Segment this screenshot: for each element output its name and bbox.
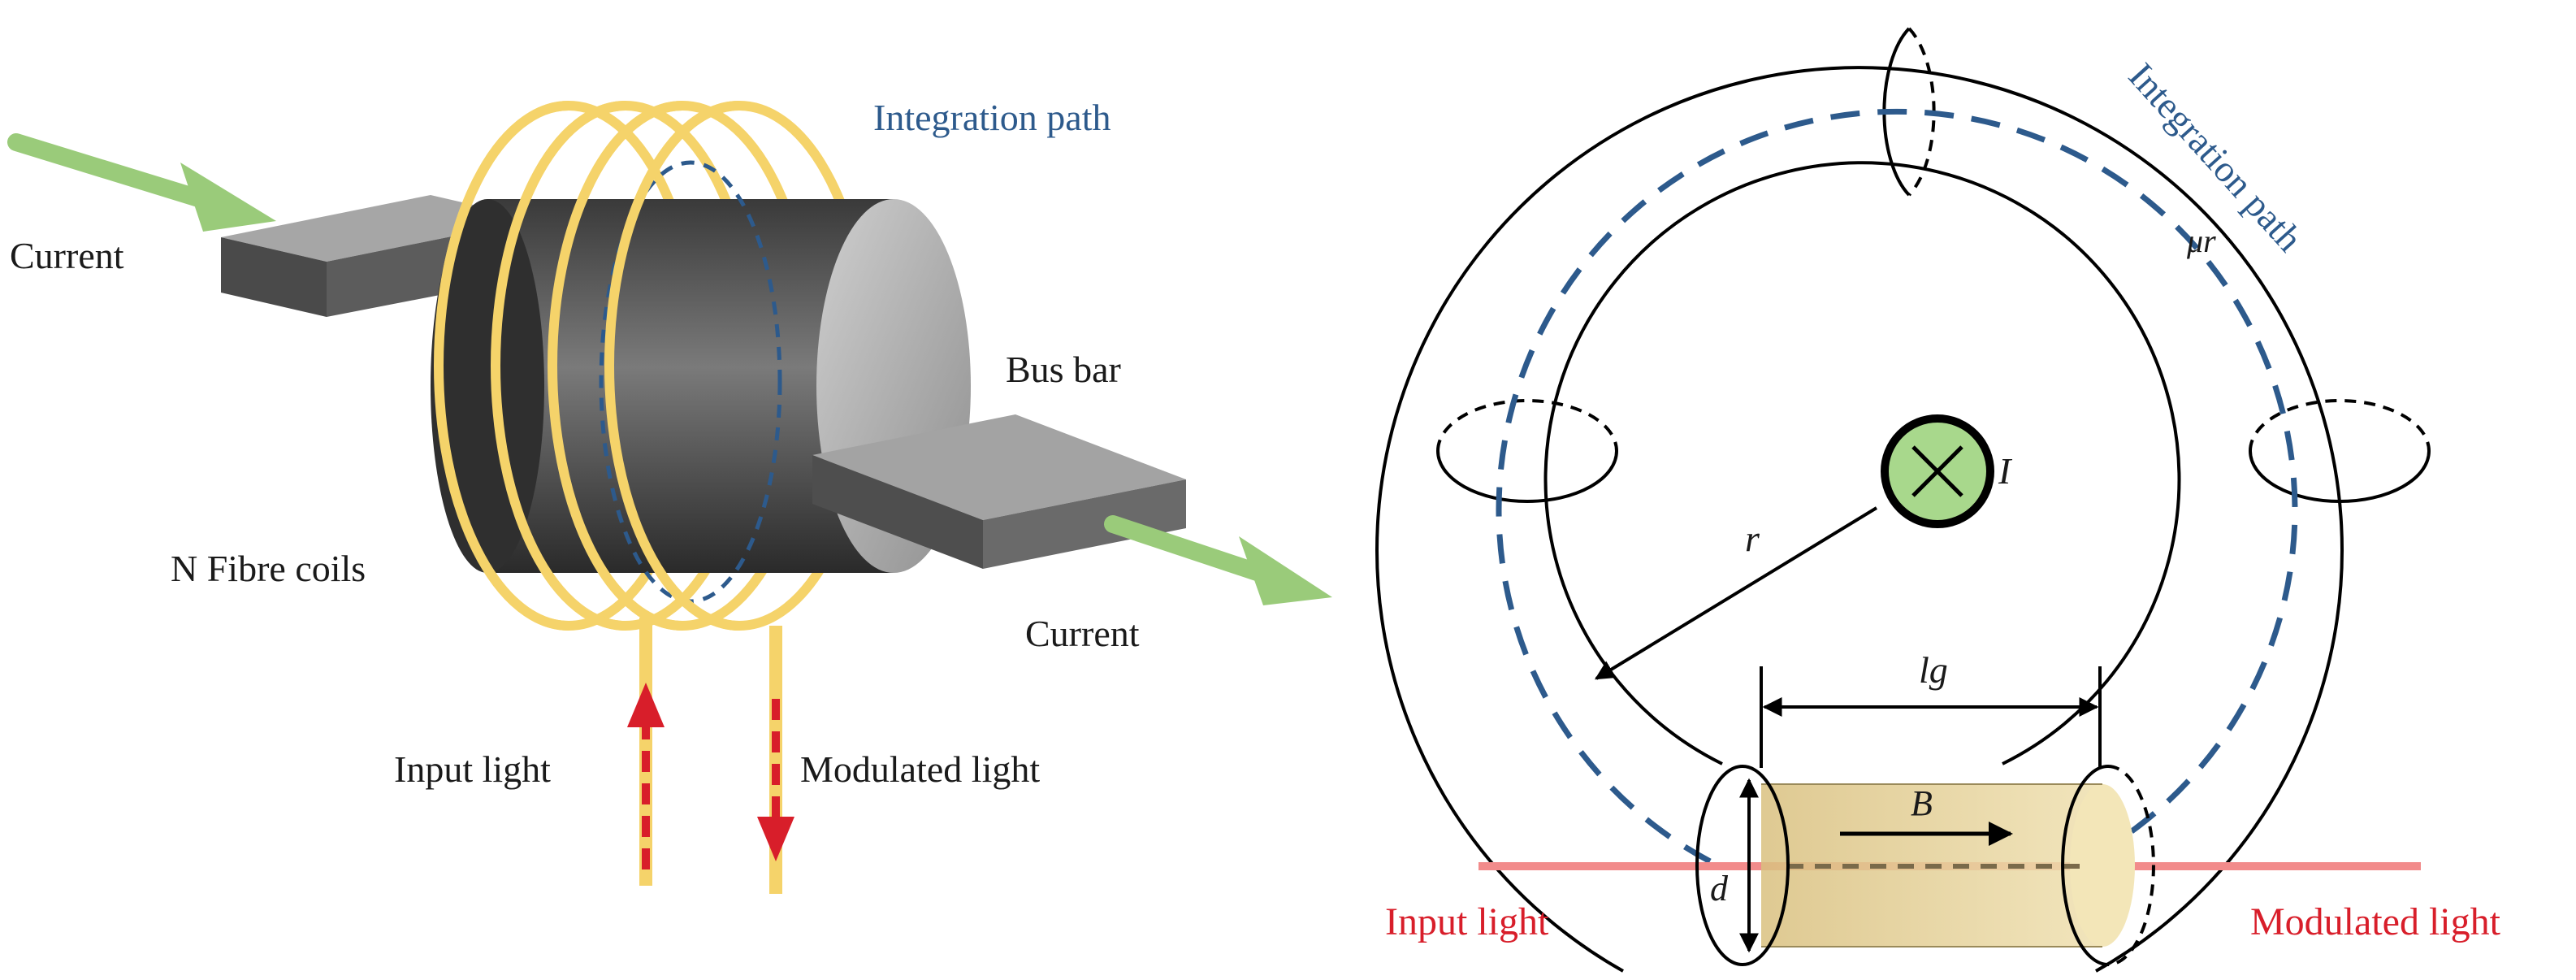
input-light-arrow-icon	[627, 683, 665, 869]
left-panel: Current Integration path Bus bar N Fibre…	[7, 97, 1332, 894]
circled-cross-icon	[1881, 414, 1994, 528]
gap-length-dimension	[1760, 666, 2102, 768]
right-panel: Integration path μr I r lg B d Input lig…	[1375, 27, 2501, 973]
integration-path-label: Integration path	[873, 97, 1111, 138]
modulated-light-label-right: Modulated light	[2250, 900, 2501, 943]
current-in-label: Current	[10, 235, 124, 276]
fibre-coils-label: N Fibre coils	[171, 548, 366, 589]
current-symbol-label: I	[1998, 450, 2013, 492]
cylinder-core	[431, 199, 971, 573]
input-light-label: Input light	[394, 748, 551, 790]
torus-inner	[1543, 161, 2181, 765]
fibre-coils-front	[434, 101, 740, 631]
mu-r-label: μr	[2186, 223, 2216, 259]
gap-faces	[1695, 765, 2155, 966]
current-out-arrow-icon	[1104, 515, 1332, 605]
bus-bar-right	[812, 414, 1186, 569]
modulated-light-label: Modulated light	[800, 748, 1040, 790]
field-label: B	[1911, 783, 1933, 823]
current-out-label: Current	[1025, 613, 1140, 654]
modulated-light-arrow-icon	[757, 699, 794, 861]
diameter-label: d	[1710, 869, 1729, 908]
radius-label: r	[1745, 518, 1760, 559]
fibre-leads	[639, 618, 782, 894]
sensor-crystal	[1761, 783, 2135, 947]
integration-path-circle	[1496, 108, 2298, 865]
current-in-arrow-icon	[7, 133, 276, 232]
input-light-label-right: Input light	[1385, 900, 1549, 943]
torus-outer	[1375, 66, 2344, 973]
bus-bar-label: Bus bar	[1006, 349, 1121, 390]
gap-length-label: lg	[1919, 649, 1948, 691]
radius-arrow	[1594, 506, 1878, 680]
